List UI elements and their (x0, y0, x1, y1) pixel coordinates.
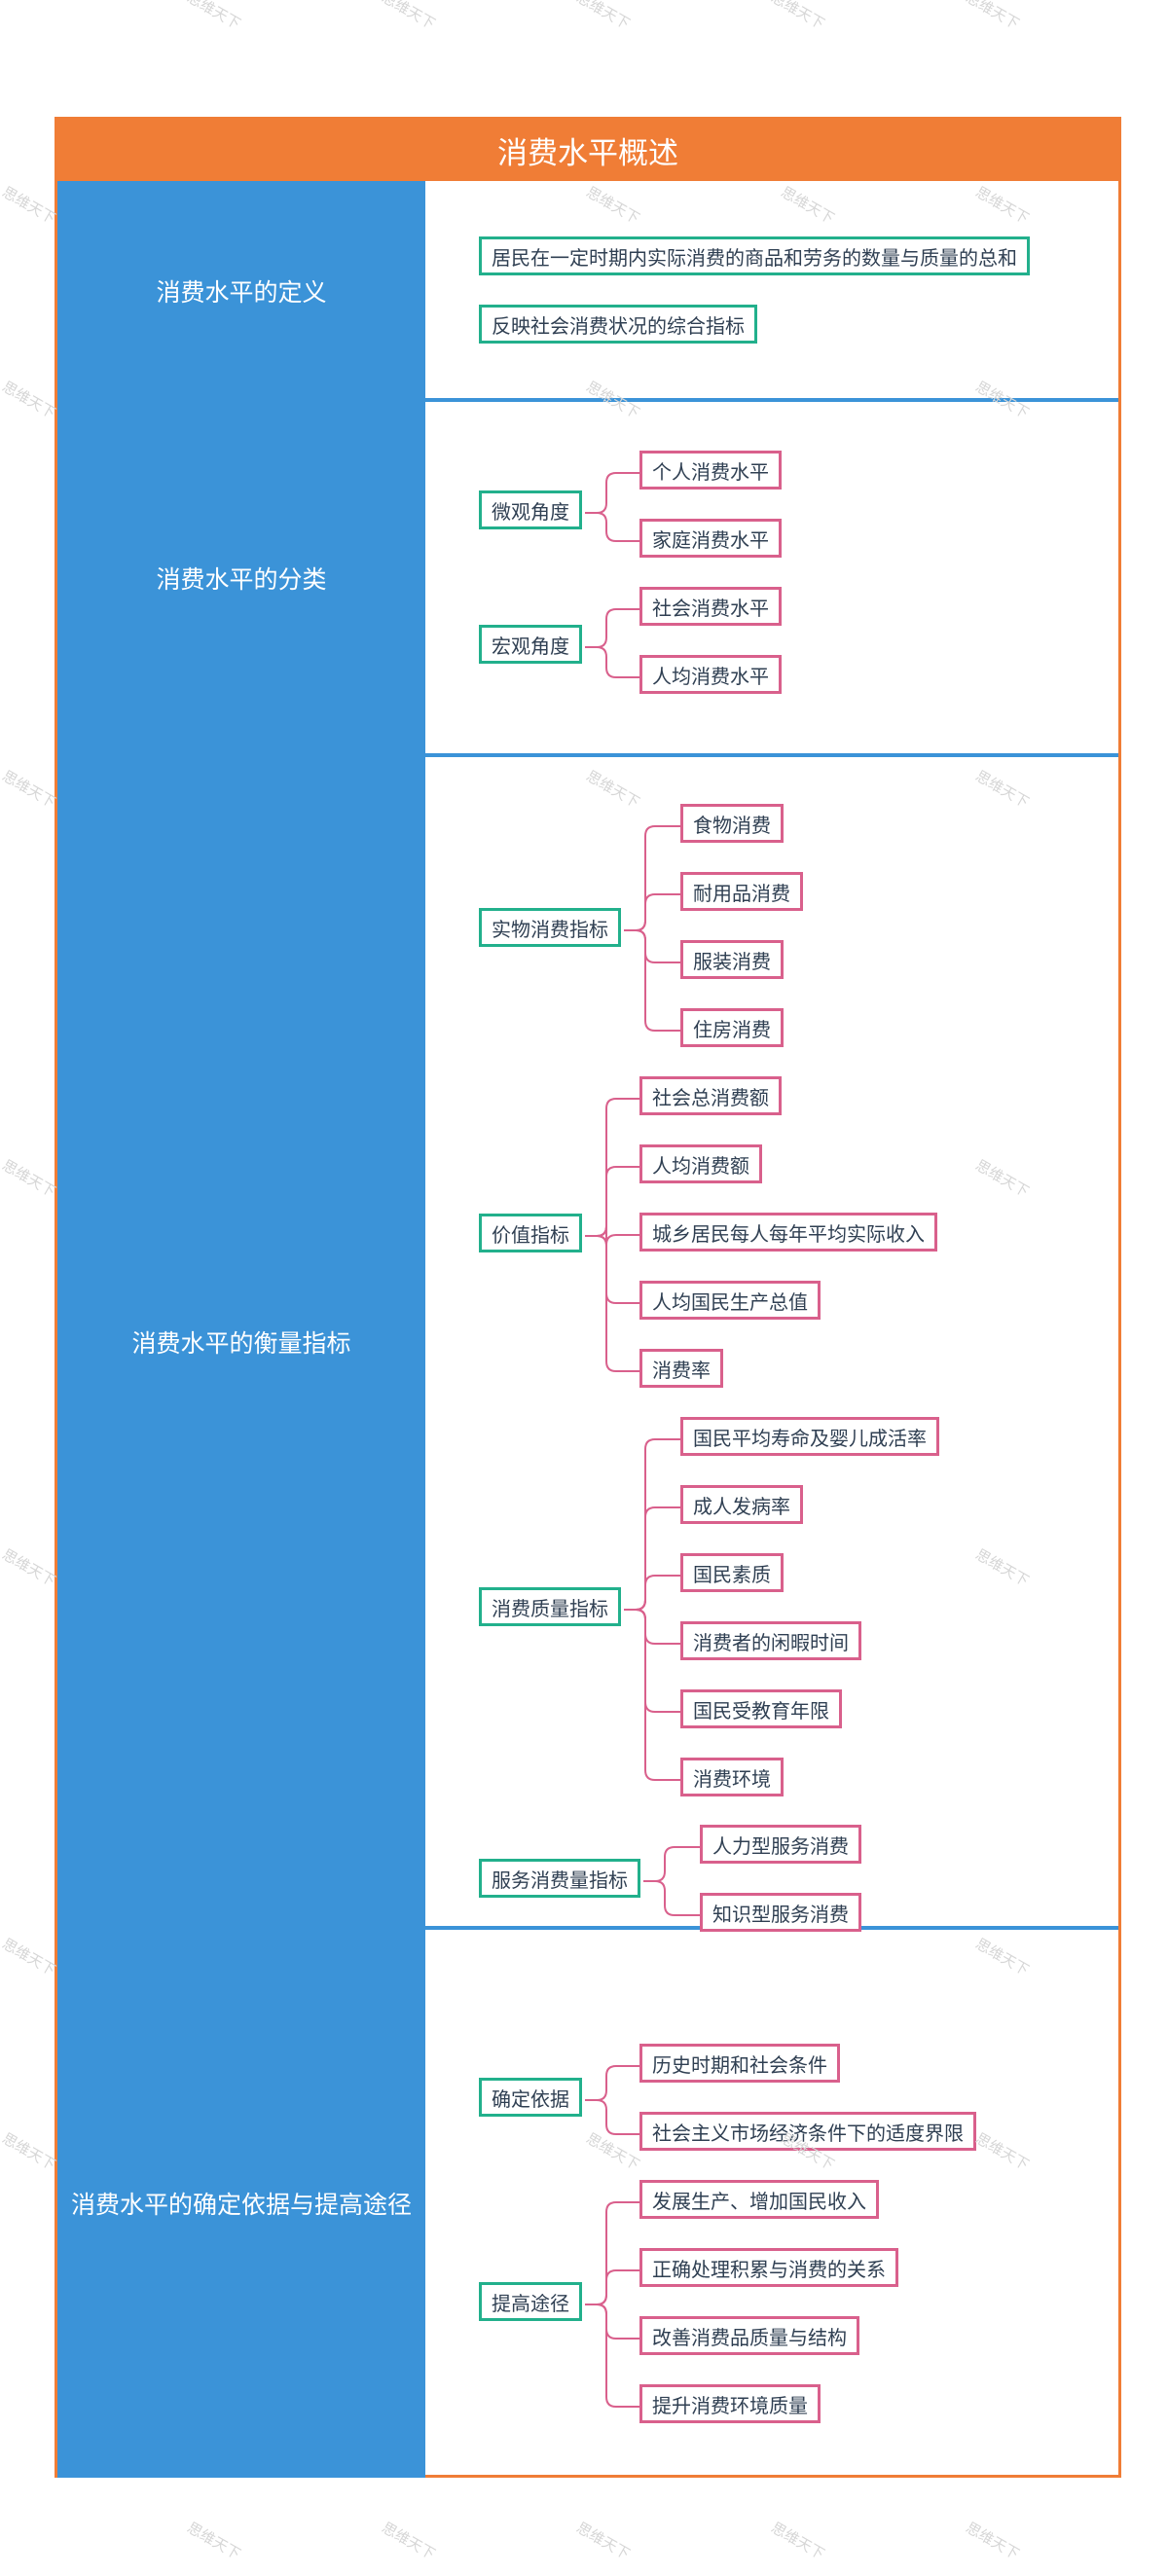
watermark-text: 思维天下 (0, 1935, 59, 1979)
connector-line (624, 1609, 683, 1645)
connector-line (585, 1235, 642, 1304)
leaf-node: 城乡居民每人每年平均实际收入 (639, 1213, 937, 1252)
connector-line (585, 2065, 642, 2101)
leaf-node: 社会主义市场经济条件下的适度界限 (639, 2112, 976, 2151)
category-indicators: 消费水平的衡量指标 (57, 755, 425, 1928)
watermark-text: 思维天下 (573, 2519, 634, 2563)
leaf-node: 家庭消费水平 (639, 519, 782, 558)
connector-line (585, 472, 642, 514)
connector-line (624, 893, 683, 931)
leaf-node: 住房消费 (680, 1008, 784, 1047)
group-node-ways: 提高途径 (479, 2282, 582, 2321)
leaf-node: 消费率 (639, 1349, 723, 1388)
leaf-node: 国民平均寿命及婴儿成活率 (680, 1417, 939, 1456)
connector-layer (585, 472, 703, 2408)
leaf-node: 社会消费水平 (639, 587, 782, 626)
connector-line (643, 1846, 703, 1882)
leaf-node: 人均国民生产总值 (639, 1281, 821, 1320)
watermark-text: 思维天下 (0, 1156, 59, 1201)
connector-line (643, 1880, 703, 1916)
connector-line (585, 512, 642, 542)
connector-line (624, 1506, 683, 1611)
page-title: 消费水平概述 (57, 120, 1118, 181)
connector-line (624, 929, 683, 963)
group-node-macro: 宏观角度 (479, 625, 582, 664)
group-node-service: 服务消费量指标 (479, 1859, 640, 1898)
group-node-value: 价值指标 (479, 1214, 582, 1252)
connector-line (585, 1235, 642, 1372)
group-node-micro: 微观角度 (479, 490, 582, 529)
leaf-node: 国民素质 (680, 1553, 784, 1592)
watermark-text: 思维天下 (963, 2519, 1023, 2563)
connector-line (624, 825, 683, 931)
category-classification: 消费水平的分类 (57, 400, 425, 755)
leaf-node: 人均消费水平 (639, 655, 782, 694)
definition-item: 居民在一定时期内实际消费的商品和劳务的数量与质量的总和 (479, 236, 1030, 275)
leaf-node: 人均消费额 (639, 1144, 762, 1183)
connector-line (585, 608, 642, 648)
connector-line (585, 2304, 642, 2340)
watermark-text: 思维天下 (0, 2129, 59, 2174)
definition-item: 反映社会消费状况的综合指标 (479, 305, 757, 344)
connector-line (624, 1575, 683, 1611)
watermark-text: 思维天下 (768, 0, 828, 33)
connector-line (624, 1609, 683, 1781)
category-basis-and-ways: 消费水平的确定依据与提高途径 (57, 1928, 425, 2478)
leaf-node: 历史时期和社会条件 (639, 2044, 840, 2083)
group-node-basis: 确定依据 (479, 2078, 582, 2117)
leaf-node: 改善消费品质量与结构 (639, 2316, 859, 2355)
watermark-text: 思维天下 (0, 767, 59, 812)
connector-line (585, 2304, 642, 2408)
watermark-text: 思维天下 (0, 183, 59, 228)
watermark-text: 思维天下 (573, 0, 634, 33)
connector-line (585, 2201, 642, 2305)
leaf-node: 消费者的闲暇时间 (680, 1621, 861, 1660)
leaf-node: 知识型服务消费 (700, 1893, 861, 1932)
leaf-node: 服装消费 (680, 940, 784, 979)
leaf-node: 发展生产、增加国民收入 (639, 2180, 879, 2219)
leaf-node: 国民受教育年限 (680, 1689, 842, 1728)
leaf-node: 耐用品消费 (680, 872, 803, 911)
leaf-node: 社会总消费额 (639, 1076, 782, 1115)
section-divider (425, 753, 1118, 757)
connector-line (624, 1609, 683, 1713)
watermark-text: 思维天下 (184, 2519, 244, 2563)
connector-line (585, 1225, 642, 1246)
leaf-node: 食物消费 (680, 804, 784, 843)
leaf-node: 正确处理积累与消费的关系 (639, 2248, 898, 2287)
connector-line (624, 1438, 683, 1611)
connector-line (585, 1166, 642, 1237)
watermark-text: 思维天下 (0, 378, 59, 422)
leaf-node: 提升消费环境质量 (639, 2384, 821, 2423)
category-definition: 消费水平的定义 (57, 181, 425, 400)
connector-line (624, 929, 683, 1032)
section-divider (425, 398, 1118, 402)
watermark-text: 思维天下 (963, 0, 1023, 33)
leaf-node: 个人消费水平 (639, 451, 782, 490)
mind-map-board: 消费水平概述 消费水平的定义 消费水平的分类 消费水平的衡量指标 消费水平的确定… (55, 117, 1121, 2478)
watermark-text: 思维天下 (184, 0, 244, 33)
watermark-text: 思维天下 (379, 0, 439, 33)
watermark-text: 思维天下 (379, 2519, 439, 2563)
group-node-quality: 消费质量指标 (479, 1587, 621, 1626)
connector-line (585, 2099, 642, 2135)
connector-line (585, 2269, 642, 2305)
leaf-node: 成人发病率 (680, 1485, 803, 1524)
group-node-physical: 实物消费指标 (479, 908, 621, 947)
leaf-node: 人力型服务消费 (700, 1825, 861, 1864)
leaf-node: 消费环境 (680, 1758, 784, 1796)
connector-line (585, 646, 642, 678)
watermark-text: 思维天下 (0, 1545, 59, 1590)
watermark-text: 思维天下 (768, 2519, 828, 2563)
